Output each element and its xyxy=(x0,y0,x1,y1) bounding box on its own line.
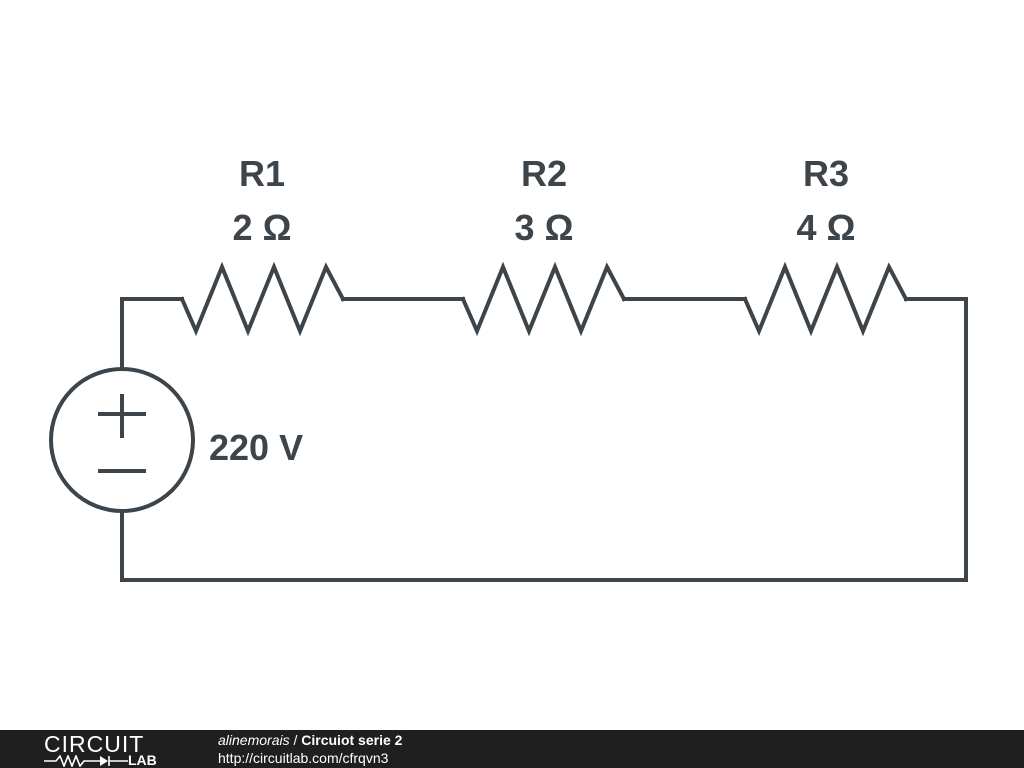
wire-right-bottom xyxy=(120,297,968,582)
circuitlab-logo[interactable]: CIRCUIT LAB xyxy=(44,731,174,768)
r1-value-label: 2 Ω xyxy=(233,207,292,248)
logo-resistor-icon xyxy=(44,755,128,767)
author-title-line: alinemorais / Circuiot serie 2 xyxy=(218,731,402,749)
r1-name-label: R1 xyxy=(239,153,285,194)
source-value-label: 220 V xyxy=(209,427,303,468)
circuit-schematic: R1 2 Ω R2 3 Ω R3 4 Ω 220 V xyxy=(49,153,968,582)
circuit-url[interactable]: http://circuitlab.com/cfrqvn3 xyxy=(218,750,389,766)
footer-bar: CIRCUIT LAB alinemorais / Circuiot serie… xyxy=(0,730,1024,768)
r3-value-label: 4 Ω xyxy=(797,207,856,248)
separator-text: / xyxy=(289,732,302,748)
circuit-title[interactable]: Circuiot serie 2 xyxy=(301,732,403,748)
author-link[interactable]: alinemorais xyxy=(218,732,290,748)
logo-lab-text: LAB xyxy=(128,752,157,768)
r3-name-label: R3 xyxy=(803,153,849,194)
circuit-meta: alinemorais / Circuiot serie 2 http://ci… xyxy=(218,731,402,767)
resistor-r3 xyxy=(742,261,909,337)
logo-circuit-text: CIRCUIT xyxy=(44,731,145,757)
r2-name-label: R2 xyxy=(521,153,567,194)
resistor-r2 xyxy=(460,261,627,337)
resistor-r1 xyxy=(179,261,346,337)
voltage-source xyxy=(49,367,195,513)
wire-top-left xyxy=(120,297,184,370)
r2-value-label: 3 Ω xyxy=(515,207,574,248)
